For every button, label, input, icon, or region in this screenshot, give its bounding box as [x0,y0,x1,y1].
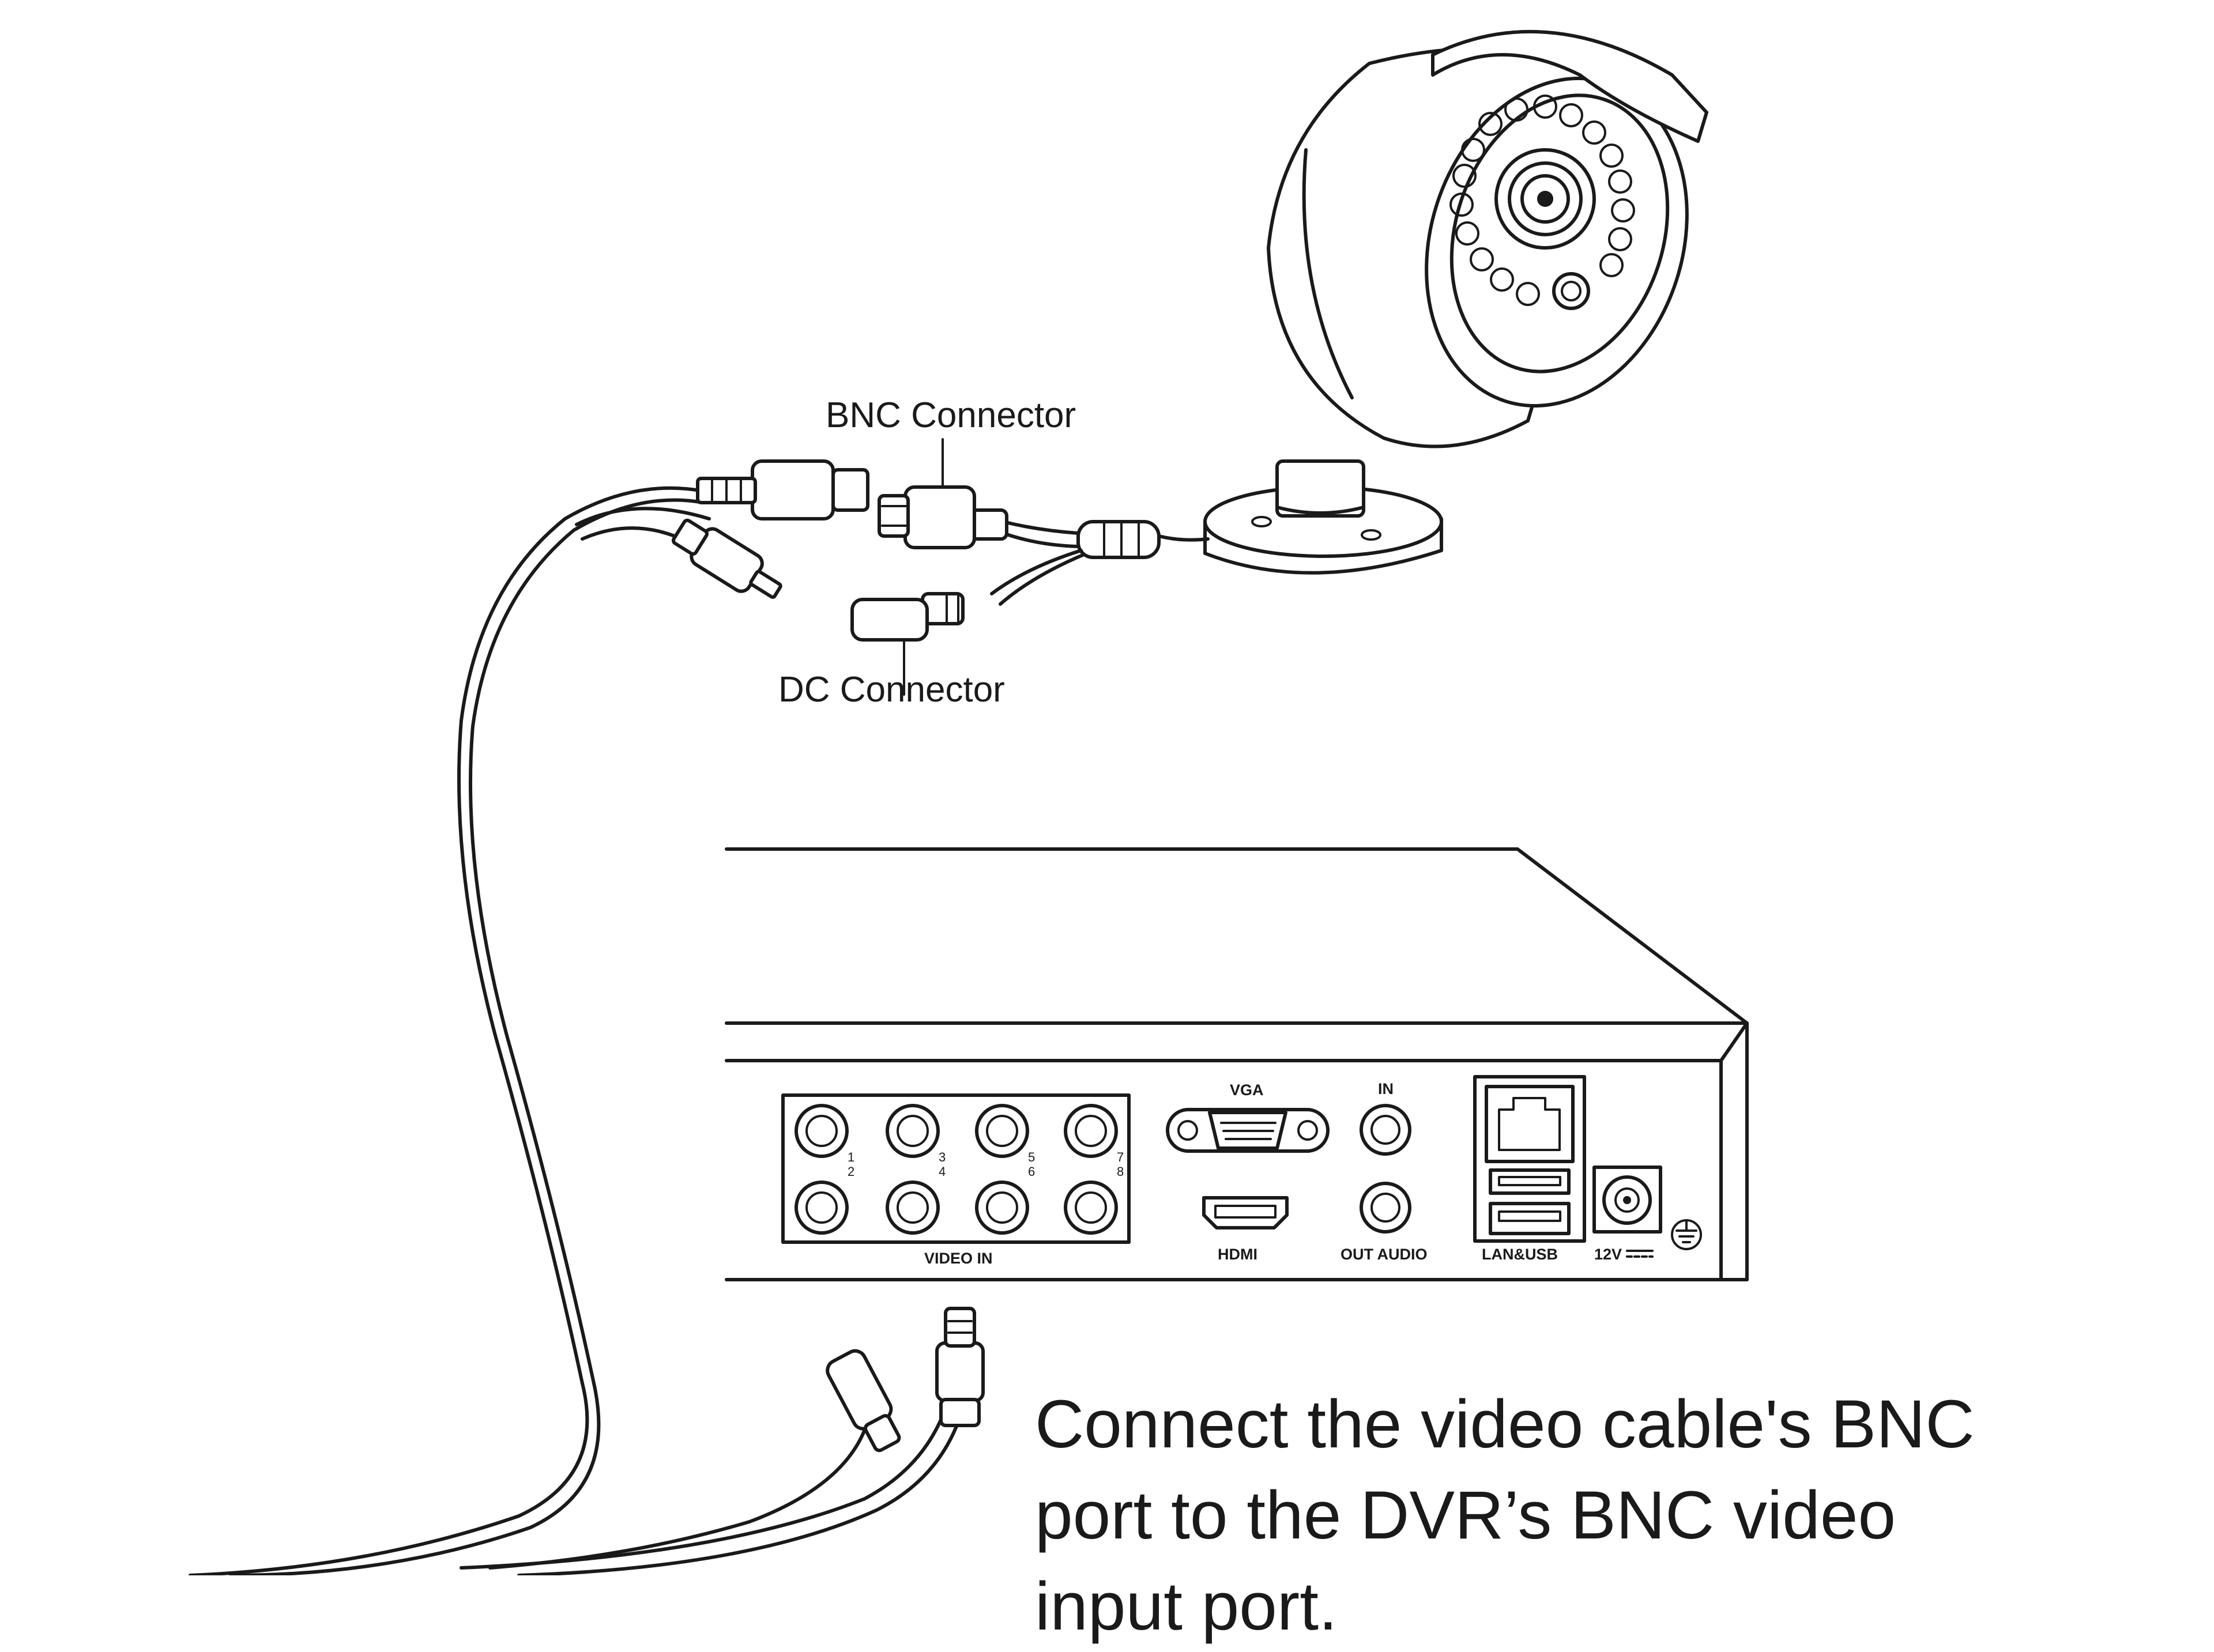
channel-7-label: 7 [1117,1150,1124,1164]
lan-usb-label: LAN&USB [1482,1246,1558,1263]
ir-led-ring [1449,95,1635,306]
lan-usb-ports[interactable]: LAN&USB [1473,1075,1586,1263]
ground-icon [1671,1219,1702,1250]
channel-5-label: 5 [1028,1150,1035,1164]
camera-lens [1494,148,1596,250]
power-port[interactable]: 12V [1592,1166,1662,1263]
audio-out-label: OUT AUDIO [1341,1246,1428,1263]
extension-bnc-plug [751,459,835,521]
channel-2-label: 2 [848,1164,854,1179]
power-label: 12V [1594,1246,1622,1263]
usb-port-1[interactable] [1489,1168,1571,1195]
bnc-connector-male [903,485,976,549]
bnc-port-3[interactable] [886,1104,940,1158]
camera-pigtail-cable [850,438,1210,696]
extension-cable [189,459,985,1575]
camera-dvr-wiring-diagram: 1 2 3 4 5 6 7 8 VIDEO IN VGA HDMI [189,29,1749,1575]
bnc-port-2[interactable] [795,1180,849,1235]
channel-3-label: 3 [939,1150,946,1164]
audio-in-port[interactable]: IN [1360,1080,1411,1156]
video-in-label: VIDEO IN [924,1250,993,1267]
dc-connector-female [850,598,929,642]
audio-in-label: IN [1378,1080,1394,1097]
channel-1-label: 1 [848,1150,854,1164]
bullet-camera [1203,29,1708,575]
vga-port[interactable]: VGA [1166,1081,1330,1153]
hdmi-port[interactable]: HDMI [1202,1196,1289,1263]
channel-4-label: 4 [939,1164,946,1179]
camera-mount [1203,459,1443,575]
hdmi-label: HDMI [1218,1246,1257,1263]
vga-label: VGA [1230,1081,1264,1099]
bnc-port-6[interactable] [975,1180,1029,1235]
extension-bnc-plug-bottom [935,1341,985,1402]
bnc-connector-label: BNC Connector [826,395,1076,435]
dc-connector-label: DC Connector [778,670,1005,710]
bnc-port-1[interactable] [795,1104,849,1158]
camera-body [1267,29,1708,448]
bnc-port-5[interactable] [975,1104,1029,1158]
dvr-unit: 1 2 3 4 5 6 7 8 VIDEO IN VGA HDMI [725,847,1749,1281]
bnc-port-8[interactable] [1064,1180,1118,1235]
audio-out-port[interactable]: OUT AUDIO [1341,1182,1428,1263]
instruction-text: Connect the video cable's BNC port to th… [1035,1386,1975,1645]
cable-junction [1076,520,1161,559]
channel-8-label: 8 [1117,1164,1124,1179]
usb-port-2[interactable] [1489,1202,1571,1235]
channel-6-label: 6 [1028,1164,1035,1179]
lan-port[interactable] [1485,1085,1575,1163]
bnc-port-4[interactable] [886,1180,940,1235]
bnc-port-7[interactable] [1064,1104,1118,1158]
light-sensor [1552,272,1590,310]
video-in-panel: 1 2 3 4 5 6 7 8 VIDEO IN [781,1093,1131,1267]
